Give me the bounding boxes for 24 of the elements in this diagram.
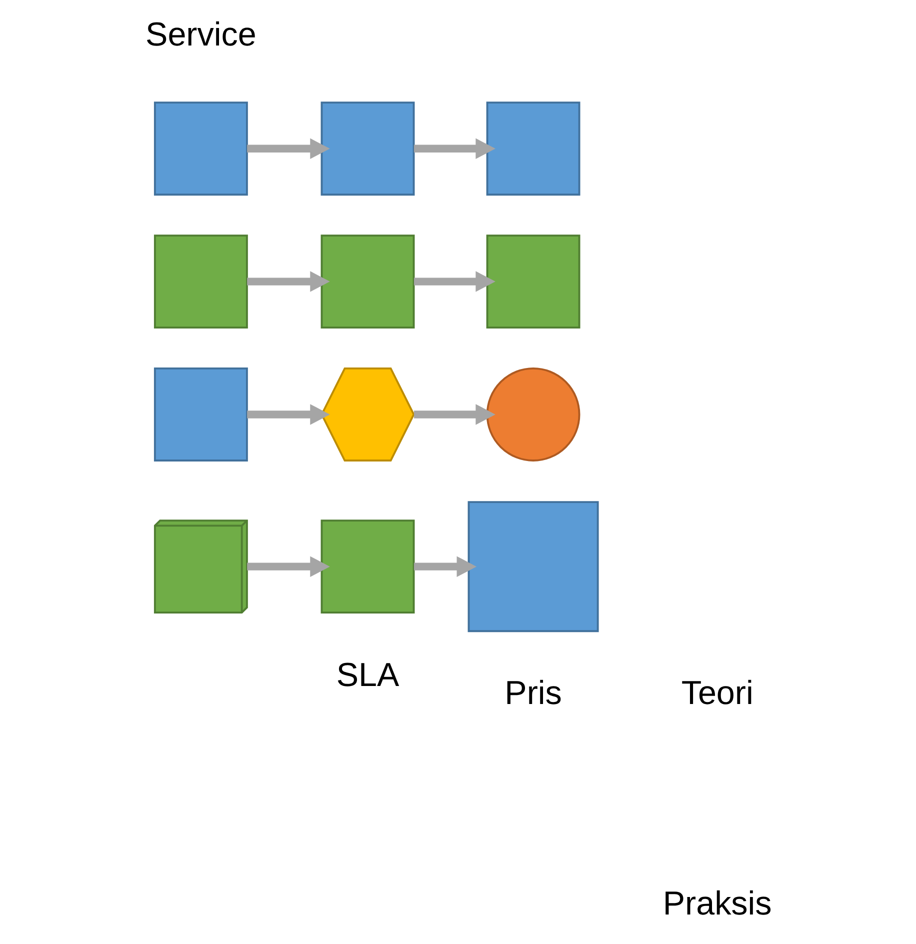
node-box [467, 501, 598, 632]
arrow [414, 138, 495, 159]
node-box [486, 234, 580, 329]
arrow [414, 404, 495, 425]
label: Pris [504, 674, 562, 712]
arrow [246, 404, 330, 425]
label: Praksis [662, 886, 772, 923]
arrow [246, 556, 330, 577]
node-box [153, 102, 248, 196]
node-box [486, 102, 580, 196]
arrow [414, 271, 495, 292]
node-box [153, 234, 248, 329]
node-box [320, 102, 414, 196]
node-hexagon [320, 368, 414, 462]
label: Service [145, 16, 256, 54]
label: Teori [680, 674, 753, 712]
node-circle [486, 368, 580, 462]
node-box [320, 520, 414, 614]
arrow [246, 138, 330, 159]
arrow [414, 556, 476, 577]
label: SLA [336, 656, 399, 694]
node-box [153, 368, 248, 462]
arrow [246, 271, 330, 292]
node-box [320, 234, 414, 329]
